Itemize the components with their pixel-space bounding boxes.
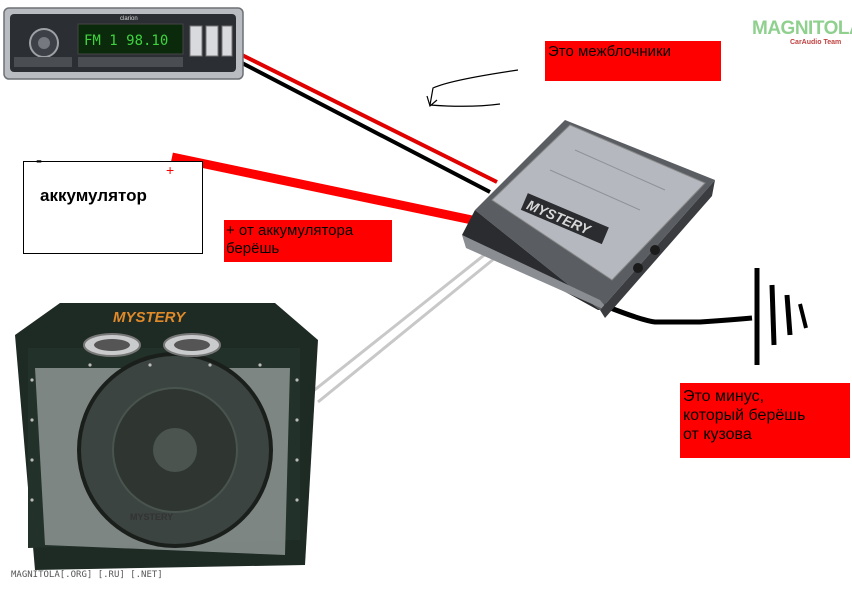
head-unit: FM 1 98.10 clarion bbox=[3, 7, 244, 80]
ground-minus-label-line-2: который берёшь bbox=[683, 407, 806, 424]
head-unit-brand: clarion bbox=[120, 16, 138, 22]
ground-bar-2 bbox=[769, 284, 777, 346]
battery-label: аккумулятор bbox=[40, 186, 147, 205]
ground-minus-label-line-3: от кузова bbox=[683, 426, 752, 443]
battery-plus-label: + от аккумулятора берёшь bbox=[224, 220, 392, 262]
speaker-wire-1 bbox=[311, 250, 489, 394]
subwoofer-front-brand: MYSTERY bbox=[130, 512, 173, 522]
speaker-wire-2 bbox=[317, 256, 496, 404]
power-wire bbox=[171, 152, 473, 225]
ground-wire bbox=[597, 300, 753, 325]
ground-minus-label: Это минус, который берёшь от кузова bbox=[680, 383, 850, 458]
site-logo-subtitle: CarAudio Team bbox=[790, 39, 842, 46]
battery-plus-label-line-2: берёшь bbox=[226, 240, 280, 257]
battery-plus-label-line-1: + от аккумулятора bbox=[226, 222, 354, 239]
interconnect-wire-black bbox=[241, 61, 491, 194]
display-text: FM 1 98.10 bbox=[84, 33, 168, 49]
ground-bar-4 bbox=[798, 303, 808, 329]
arrow-annotation bbox=[429, 69, 519, 107]
amplifier: MYSTERY bbox=[462, 120, 715, 318]
interconnect-label: Это межблочники bbox=[545, 41, 721, 81]
interconnect-wire-red bbox=[241, 53, 498, 184]
battery-plus-terminal: + bbox=[166, 162, 175, 178]
arrow-head bbox=[426, 95, 438, 108]
subwoofer: MYSTERY MYSTERY bbox=[15, 303, 318, 570]
watermark: MAGNITOLA[.ORG] [.RU] [.NET] bbox=[11, 570, 163, 580]
ground-minus-label-line-1: Это минус, bbox=[683, 388, 765, 405]
ground-bar-3 bbox=[784, 294, 793, 336]
site-logo: MAGNITOLA bbox=[752, 18, 852, 39]
subwoofer-brand: MYSTERY bbox=[113, 309, 187, 326]
battery-box bbox=[23, 161, 203, 254]
interconnect-label-text: Это межблочники bbox=[548, 43, 671, 60]
battery-minus-terminal: - bbox=[36, 150, 42, 170]
